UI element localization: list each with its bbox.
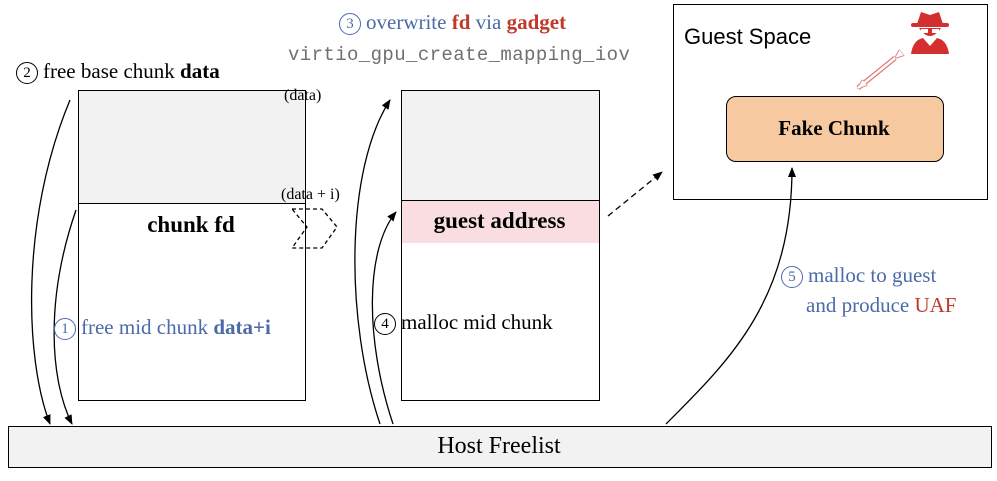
left-chunk-bottom — [78, 248, 306, 401]
dashed-arrow-guest — [607, 171, 663, 217]
right-chunk-top — [401, 90, 600, 201]
left-chunk-top — [78, 90, 306, 204]
dashed-chevron-icon — [290, 208, 338, 249]
arrow-free-mid — [53, 209, 77, 425]
chunk-fd-label: chunk fd — [147, 212, 235, 237]
step3-number: 3 — [339, 13, 361, 35]
guest-address-label: guest address — [433, 208, 566, 233]
step4-number: 4 — [374, 313, 396, 335]
arrow-malloc-guest — [665, 167, 796, 425]
left-chunk-fd-row — [78, 203, 306, 249]
arrow-alloc-mid — [371, 211, 397, 425]
fake-chunk-label: Fake Chunk — [778, 116, 890, 140]
data-label: (data) — [284, 87, 322, 104]
arrow-alloc-base — [354, 99, 391, 425]
data-plus-i-label: (data + i) — [281, 186, 340, 203]
step2-number: 2 — [16, 62, 38, 84]
host-freelist-label: Host Freelist — [437, 433, 561, 459]
arrow-free-base — [31, 99, 71, 425]
host-freelist-bar — [8, 426, 992, 468]
hacker-icon — [911, 12, 949, 54]
step1-number: 1 — [54, 318, 76, 340]
step5-number: 5 — [781, 266, 803, 288]
right-chunk-bottom — [401, 243, 600, 401]
fake-chunk-box — [726, 96, 944, 162]
step3-function: virtio_gpu_create_mapping_iov — [288, 44, 631, 66]
guest-space-title: Guest Space — [684, 24, 812, 49]
